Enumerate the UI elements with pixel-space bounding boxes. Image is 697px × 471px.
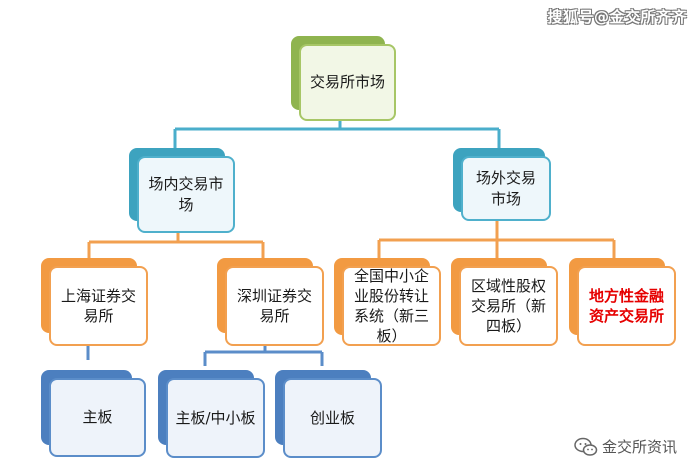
on-exchange-node: 场内交易市场 [137,156,235,233]
local-finance-node: 地方性金融资产交易所 [577,266,676,346]
main-board-node: 主板 [49,378,146,457]
brand-name: 金交所资讯 [601,438,677,456]
shenzhen-node-label: 深圳证券交易所 [236,286,312,325]
off-exchange-node: 场外交易市场 [461,156,551,221]
off-exchange-node-label: 场外交易市场 [475,169,536,208]
regional-node: 区域性股权交易所（新四板） [459,266,558,346]
root-node: 交易所市场 [299,44,396,121]
local-finance-node-label: 地方性金融资产交易所 [588,286,664,325]
main-sme-board-node-label: 主板/中小板 [175,408,256,427]
shanghai-node-label: 上海证券交易所 [60,286,136,325]
chinext-node-label: 创业板 [309,408,355,427]
neeq-node-label: 全国中小企业股份转让系统（新三板） [353,266,429,346]
main-sme-board-node: 主板/中小板 [166,378,265,458]
brand-caption: 金交所资讯 [574,436,677,457]
chinext-node: 创业板 [283,378,382,458]
neeq-node: 全国中小企业股份转让系统（新三板） [342,266,441,346]
wechat-icon [574,437,598,456]
on-exchange-node-label: 场内交易市场 [148,175,224,214]
shanghai-node: 上海证券交易所 [49,266,148,346]
root-node-label: 交易所市场 [309,73,385,92]
main-board-node-label: 主板 [82,408,113,427]
regional-node-label: 区域性股权交易所（新四板） [470,276,546,336]
source-watermark: 搜狐号@金交所齐齐 [547,8,687,26]
shenzhen-node: 深圳证券交易所 [225,266,324,346]
